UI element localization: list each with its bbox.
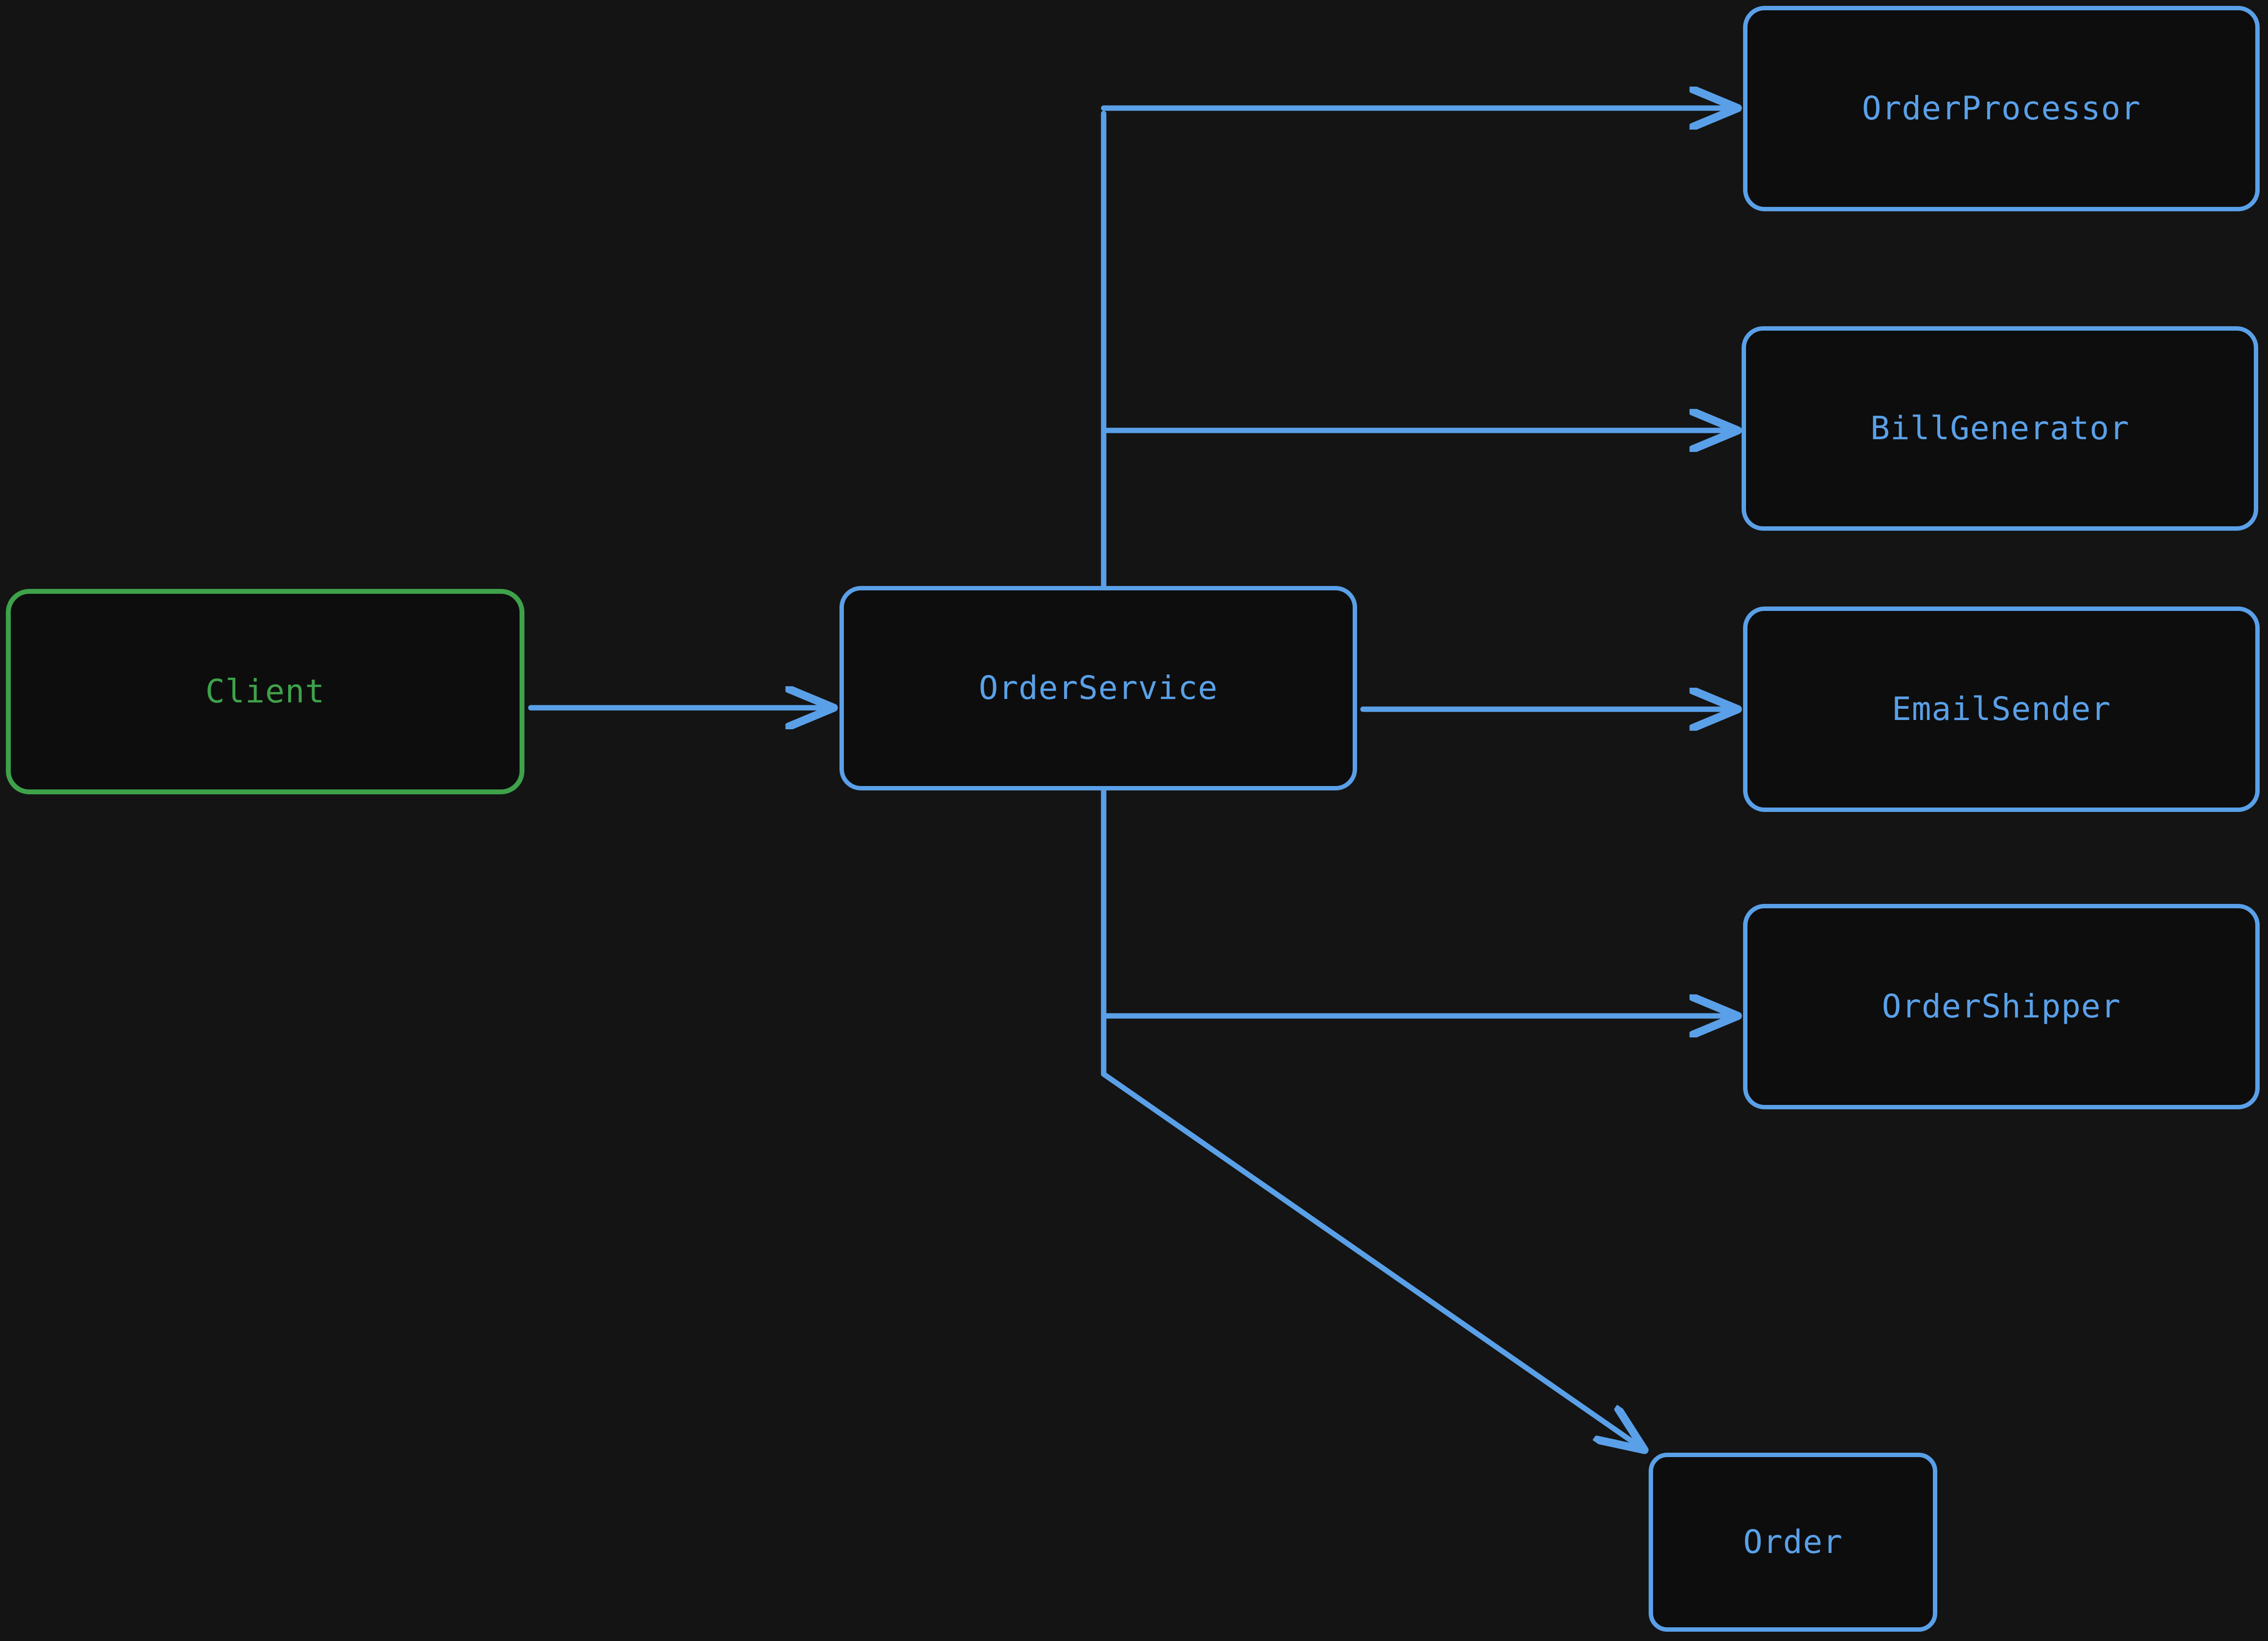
edge-order-service-to-order — [1101, 788, 1643, 1449]
node-order-service-label: OrderService — [978, 669, 1218, 707]
node-order-processor[interactable]: OrderProcessor — [1743, 6, 2260, 211]
node-order-service[interactable]: OrderService — [839, 586, 1357, 790]
node-bill-generator-label: BillGenerator — [1870, 409, 2130, 447]
node-order-processor-label: OrderProcessor — [1861, 89, 2141, 127]
node-order-label: Order — [1743, 1523, 1843, 1561]
node-client-label: Client — [205, 672, 325, 710]
node-email-sender-label: EmailSender — [1891, 690, 2111, 728]
node-order-shipper[interactable]: OrderShipper — [1743, 904, 2260, 1109]
node-bill-generator[interactable]: BillGenerator — [1742, 326, 2258, 531]
node-email-sender[interactable]: EmailSender — [1743, 607, 2260, 812]
node-client[interactable]: Client — [6, 589, 524, 794]
node-order[interactable]: Order — [1649, 1453, 1937, 1632]
node-order-shipper-label: OrderShipper — [1882, 987, 2121, 1025]
